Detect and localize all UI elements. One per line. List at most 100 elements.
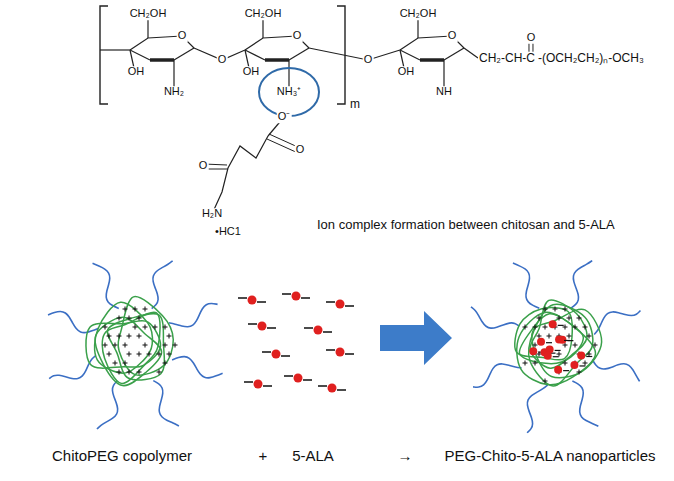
positive-charge — [567, 316, 572, 321]
chitosan-chain — [515, 308, 573, 360]
ala-molecule — [555, 335, 563, 343]
chitosan-chain — [517, 312, 596, 384]
positive-charge — [543, 325, 548, 330]
formula-label: NH₃⁺ — [276, 86, 302, 98]
ala-molecule — [314, 326, 323, 335]
sugar-ring — [400, 50, 420, 60]
bond-line — [262, 18, 263, 38]
peg-chain — [592, 360, 639, 382]
positive-charge — [117, 334, 122, 339]
positive-charge — [587, 334, 592, 339]
positive-charge — [587, 352, 592, 357]
positive-charge — [127, 370, 132, 375]
peg-chain — [513, 263, 539, 308]
bond-line — [417, 18, 418, 38]
sugar-ring-front-edge — [420, 58, 444, 62]
positive-charge — [523, 325, 528, 330]
ala-molecule — [328, 384, 337, 393]
peg-chain — [172, 357, 223, 378]
reaction-arrow — [380, 311, 452, 365]
bond-line — [173, 60, 174, 88]
positive-charge — [117, 370, 122, 375]
ala-molecule — [254, 380, 263, 389]
positive-charge — [583, 361, 588, 366]
bond-line — [464, 48, 478, 58]
ala-molecule — [549, 320, 557, 328]
repeat-bracket — [100, 6, 108, 104]
chitosan-chain — [95, 317, 162, 385]
formula-label: -(OCH₂CH₂)ₙ-OCH₃ — [537, 52, 645, 65]
component-label: 5-ALA — [291, 448, 335, 464]
ala-molecule — [248, 296, 257, 305]
atom-label: O — [526, 32, 537, 44]
formula-label: H₂N — [201, 208, 223, 220]
ala-molecule — [554, 366, 562, 374]
positive-charge — [137, 316, 142, 321]
peg-chain — [473, 364, 521, 387]
positive-charge — [573, 343, 578, 348]
positive-charge — [557, 352, 562, 357]
formula-label: CH₂OH — [399, 8, 438, 20]
positive-charge — [577, 316, 582, 321]
peg-chain — [169, 303, 218, 326]
positive-charge — [543, 379, 548, 384]
ala-molecule — [292, 292, 301, 301]
negative-charge — [563, 370, 569, 371]
positive-charge — [103, 325, 108, 330]
operator-symbol: → — [397, 448, 414, 464]
negative-charge — [564, 340, 570, 341]
repeat-bracket — [337, 6, 345, 104]
positive-charge — [157, 352, 162, 357]
positive-charge — [143, 325, 148, 330]
positive-charge — [583, 325, 588, 330]
positive-charge — [123, 307, 128, 312]
formula-label: NH — [435, 86, 453, 98]
positive-charge — [143, 307, 148, 312]
chemical-structure — [100, 6, 533, 214]
peg-chain — [572, 381, 598, 426]
formula-label: CH₂-CH-C — [478, 52, 536, 65]
repeat-subscript: m — [349, 98, 361, 111]
ala-molecule — [529, 347, 537, 355]
sugar-ring-front-edge — [150, 58, 174, 62]
positive-charge — [123, 343, 128, 348]
negative-charge — [553, 356, 559, 357]
sugar-ring — [174, 48, 194, 60]
chitosan-chain — [95, 302, 153, 373]
product-label: PEG-Chito-5-ALA nanoparticles — [444, 448, 657, 464]
ala-molecule — [577, 351, 585, 359]
peg-chain — [471, 307, 519, 328]
positive-charge — [167, 352, 172, 357]
caption-text: Ion complex formation between chitosan a… — [316, 218, 616, 232]
formula-label: OH — [127, 66, 146, 78]
positive-charge — [123, 361, 128, 366]
positive-charge — [117, 316, 122, 321]
bond-line — [309, 48, 400, 60]
sugar-ring-front-edge — [265, 58, 289, 62]
ala-molecule — [258, 322, 267, 331]
formula-label: CH₂OH — [244, 8, 283, 20]
positive-charge — [557, 316, 562, 321]
negative-charge — [586, 356, 592, 357]
atom-label: O — [217, 54, 228, 66]
positive-charge — [133, 325, 138, 330]
formula-label: CH₂OH — [129, 8, 168, 20]
atom-label: O⁻ — [277, 111, 292, 123]
positive-charge — [543, 307, 548, 312]
positive-charge — [523, 361, 528, 366]
positive-charge — [577, 370, 582, 375]
negative-charge — [555, 350, 561, 351]
positive-charge — [163, 343, 168, 348]
positive-charge — [147, 352, 152, 357]
positive-charge — [533, 343, 538, 348]
peg-chain — [527, 385, 548, 433]
atom-label: O — [198, 160, 209, 172]
ala-molecule — [570, 361, 578, 369]
positive-charge — [127, 316, 132, 321]
positive-charge — [533, 325, 538, 330]
positive-charge — [137, 352, 142, 357]
positive-charge — [593, 343, 598, 348]
peg-chain — [48, 311, 99, 332]
positive-charge — [553, 307, 558, 312]
free-ala-molecules — [238, 292, 354, 393]
